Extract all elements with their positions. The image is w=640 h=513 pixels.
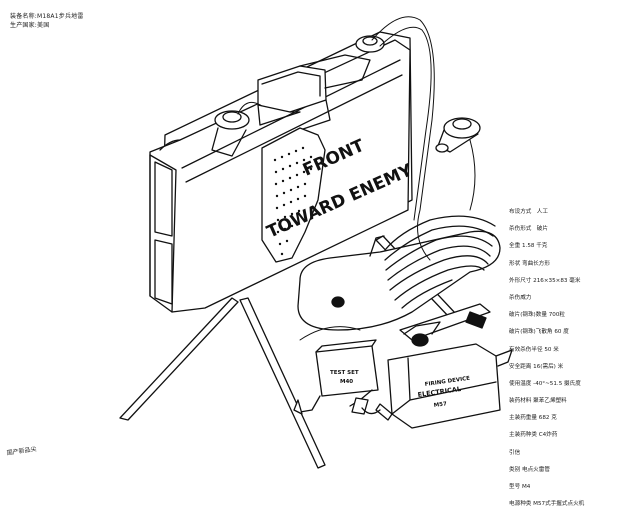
spec-label: 破片(钢珠)数量: [509, 312, 547, 319]
spec-label: 引信: [509, 449, 521, 456]
producer-label: 生产国家:美国: [10, 22, 50, 29]
test-set-m40: TEST SET M40: [293, 339, 379, 415]
spec-value: 弯曲长方形: [521, 260, 550, 267]
spec-label: 全重: [509, 243, 521, 250]
firing-wires: [237, 16, 476, 341]
spec-row: 电源种类 M57式手握式点火机: [509, 496, 639, 513]
spec-list: 布设方式 人工 杀伤形式 破片 全重 1.58 千克 形状 弯曲长方形 外形尺寸…: [509, 204, 639, 513]
test-set-text: TEST SET: [330, 370, 359, 376]
spec-value: M57式手握式点火机: [533, 501, 585, 508]
spec-row: 杀伤形式 破片: [509, 221, 639, 238]
spec-row: 形状 弯曲长方形: [509, 256, 639, 273]
steel-ball-pattern: [273, 146, 313, 256]
spec-value: 1.58 千克: [521, 243, 548, 250]
spec-label: 杀伤威力: [509, 294, 532, 301]
blasting-cap: [435, 117, 481, 153]
test-set-model-text: M40: [340, 379, 353, 385]
spec-row: 破片(钢珠)数量 700粒: [509, 307, 639, 324]
spec-row: 使用温度 -40°~51.5 摄氏度: [509, 376, 639, 393]
spec-value: 聚苯乙烯塑料: [533, 398, 567, 405]
spec-value: 16(需后) 米: [533, 363, 564, 370]
spec-value: 人工: [536, 209, 548, 215]
m57-text: M57: [433, 401, 447, 409]
spec-label: 布设方式: [509, 209, 532, 215]
spec-label: 型号: [509, 484, 521, 490]
spec-row: 杀伤威力: [509, 290, 639, 307]
spec-row: 主装药种类 C4炸药: [509, 427, 639, 444]
firing-device-m57: FIRING DEVICE ELECTRICAL M57: [361, 303, 513, 429]
equipment-name-label: 装备名称:M18A1步兵地雷: [10, 13, 84, 20]
spec-value: 50 米: [544, 346, 559, 353]
spec-row: 引信: [509, 445, 639, 462]
illustration-page: 装备名称:M18A1步兵地雷 生产国家:美国: [6, 13, 584, 507]
spec-label: 有效杀伤半径: [509, 346, 543, 353]
spec-row: 外形尺寸 216×35×83 毫米: [509, 273, 639, 290]
spec-value: M4: [521, 484, 531, 490]
spec-value: -40°~51.5 摄氏度: [533, 380, 581, 387]
m18a1-mine-drawing: FRONT TOWARD ENEMY: [119, 16, 513, 469]
spec-row: 装药材料 聚苯乙烯塑料: [509, 393, 639, 410]
spec-label: 安全距离: [509, 363, 532, 370]
spec-value: C4炸药: [538, 432, 558, 439]
spec-row: 布设方式 人工: [509, 204, 639, 221]
spec-row: 型号 M4: [509, 479, 639, 496]
spec-label: 破片(钢珠)飞散角: [509, 329, 553, 336]
wire-spool: [297, 215, 501, 331]
spec-label: 外形尺寸: [509, 277, 532, 284]
spec-label: 类别: [509, 466, 521, 473]
spec-label: 电源种类: [509, 501, 532, 508]
mine-body: [149, 31, 413, 313]
spec-label: 形状: [509, 260, 521, 267]
spec-label: 杀伤形式: [509, 226, 532, 233]
spec-value: 682 克: [538, 415, 557, 422]
spec-row: 主装药重量 682 克: [509, 410, 639, 427]
spec-label: 主装药重量: [509, 415, 537, 422]
spec-value: 700粒: [548, 312, 565, 319]
spec-row: 有效杀伤半径 50 米: [509, 342, 639, 359]
spec-row: 破片(钢珠)飞散角 60 度: [509, 324, 639, 341]
spec-value: 60 度: [554, 329, 569, 336]
spec-value: 216×35×83 毫米: [533, 277, 581, 284]
spec-row: 类别 电点火雷管: [509, 462, 639, 479]
spec-row: 全重 1.58 千克: [509, 238, 639, 255]
spec-label: 主装药种类: [509, 432, 537, 439]
spec-value: 破片: [536, 226, 548, 233]
spec-label: 装药材料: [509, 398, 532, 405]
spec-label: 使用温度: [509, 380, 532, 387]
spec-row: 安全距离 16(需后) 米: [509, 359, 639, 376]
spec-value: 电点火雷管: [521, 466, 550, 473]
